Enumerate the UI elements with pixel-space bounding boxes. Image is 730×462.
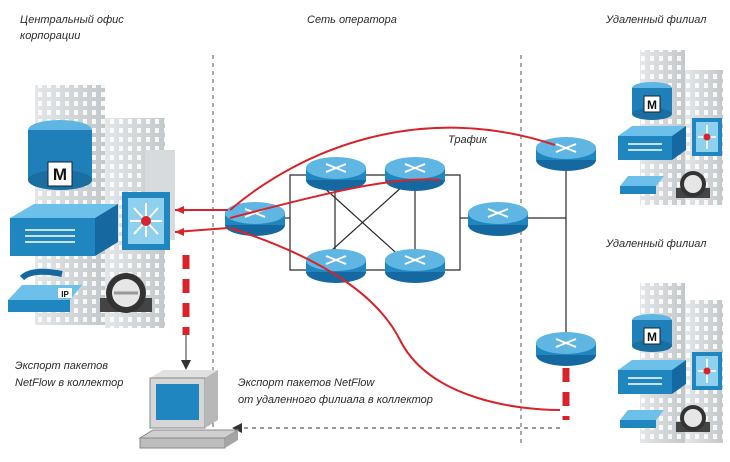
hq-camera-icon <box>100 273 152 313</box>
hq-server-icon: M <box>28 120 92 190</box>
branch-top-server-icon: M <box>632 82 672 120</box>
hq-label-line2: корпорации <box>20 30 81 42</box>
export-local-label-line1: Экспорт пакетов <box>15 360 108 372</box>
hq-switch-icon <box>10 204 118 256</box>
export-remote-label-line2: от удаленного филиала в коллектор <box>238 394 433 406</box>
branch-top-phone-icon <box>620 176 664 194</box>
branch-top-label: Удаленный филиал <box>606 14 707 26</box>
branch-bottom-server-icon: M <box>632 314 672 352</box>
hq-label-line1: Центральный офис <box>20 14 124 26</box>
router-core-bottom-left <box>306 249 366 283</box>
branch-top-camera-icon <box>676 171 710 198</box>
hq-phone-badge: IP <box>61 290 69 299</box>
branch-top-switch-icon <box>618 126 686 160</box>
router-core-top-right <box>385 157 445 191</box>
branch-bottom-phone-icon <box>620 410 664 428</box>
collector-pc-icon <box>138 370 240 449</box>
traffic-arrow-upper <box>175 206 184 214</box>
traffic-arrow-lower <box>175 228 184 236</box>
hq-netflow-switch-icon <box>122 192 170 250</box>
traffic-paths <box>174 126 561 411</box>
router-core-top-left <box>306 157 366 191</box>
branch-top-netflow-switch-icon <box>692 118 722 156</box>
branch-bottom-camera-icon <box>676 405 710 432</box>
netflow-export-branch-line <box>232 368 570 433</box>
export-remote-label-line1: Экспорт пакетов NetFlow <box>238 377 375 389</box>
branch-bottom-label: Удаленный филиал <box>606 238 707 250</box>
branch-top-server-badge: M <box>647 98 657 112</box>
router-core-bottom-right <box>385 249 445 283</box>
hq-ip-phone-icon: IP <box>8 268 82 312</box>
traffic-label: Трафик <box>448 134 488 146</box>
export-local-label-line2: NetFlow в коллектор <box>15 377 124 389</box>
netflow-export-hq-line <box>181 255 191 370</box>
router-branch-top <box>536 137 596 171</box>
router-edge-branches <box>468 202 528 236</box>
hq-server-badge: M <box>53 165 67 184</box>
router-branch-bottom <box>536 332 596 366</box>
branch-bottom-server-badge: M <box>647 330 657 344</box>
branch-bottom-switch-icon <box>618 360 686 394</box>
operator-network-label: Сеть оператора <box>307 14 397 26</box>
branch-bottom-netflow-switch-icon <box>692 352 722 390</box>
